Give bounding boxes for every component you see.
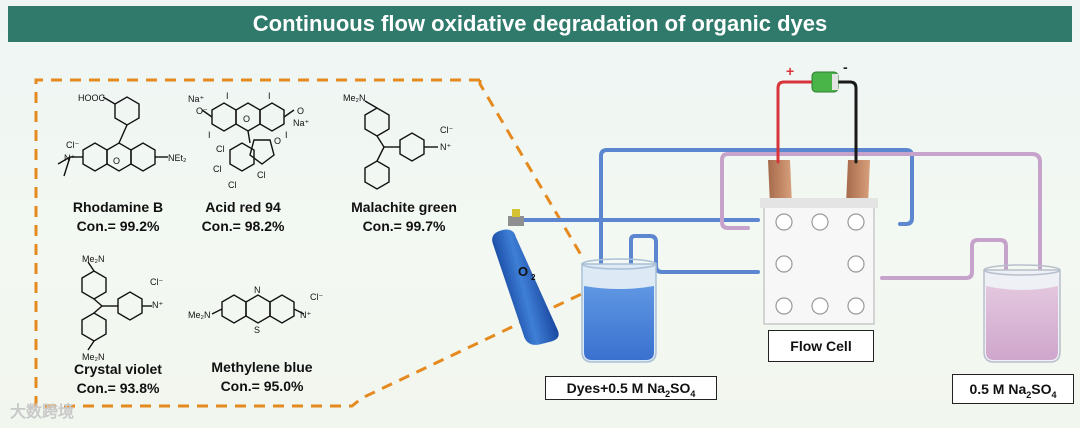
crystal-violet-name: Crystal violet — [74, 361, 162, 377]
rhodamine-b-cl-label: Cl⁻ — [66, 140, 79, 150]
methylene-blue-nme2-label: Me₂N — [188, 310, 211, 320]
methylene-blue-s-ring: S — [254, 325, 260, 335]
crystal-violet-nme2-bottom: Me₂N — [82, 352, 105, 362]
methylene-blue-name: Methylene blue — [211, 359, 312, 375]
dye-solution-label-text: Dyes+0.5 M Na — [566, 380, 666, 396]
electrolyte-label-text: 0.5 M Na — [969, 381, 1027, 397]
malachite-green-conversion: Con.= 99.7% — [363, 218, 446, 234]
negative-terminal-label: - — [843, 59, 848, 75]
rhodamine-b-structure — [57, 96, 168, 177]
methylene-blue-n-label: N⁺ — [300, 310, 311, 320]
acid-red-94-na-right: Na⁺ — [293, 118, 310, 128]
malachite-green-cl-label: Cl⁻ — [440, 125, 453, 135]
acid-red-94-name: Acid red 94 — [205, 199, 281, 215]
rhodamine-b-n-label: N⁺ — [64, 153, 75, 163]
malachite-green-atoms: Me₂N Cl⁻ N⁺ — [343, 93, 453, 152]
acid-red-94-cl-1: Cl — [216, 144, 225, 154]
flow-cell-bolts — [775, 213, 865, 315]
malachite-green-n-label: N⁺ — [440, 142, 451, 152]
acid-red-94-i-4: I — [285, 130, 288, 140]
malachite-green-name: Malachite green — [351, 199, 457, 215]
acid-red-94-na-left: Na⁺ — [188, 94, 205, 104]
crystal-violet-conversion: Con.= 93.8% — [77, 380, 160, 396]
flow-cell-label: Flow Cell — [768, 330, 874, 362]
acid-red-94-o-left: O⁻ — [196, 106, 208, 116]
oxygen-label: O — [518, 264, 528, 279]
methylene-blue-structure — [211, 294, 305, 324]
rhodamine-b-o-label: O — [113, 156, 120, 166]
methylene-blue-cl-label: Cl⁻ — [310, 292, 323, 302]
battery-icon — [811, 71, 839, 93]
figure-title: Continuous flow oxidative degradation of… — [8, 6, 1072, 42]
dye-solution-label: Dyes+0.5 M Na2SO4 — [545, 376, 717, 400]
acid-red-94-cl-3: Cl — [228, 180, 237, 190]
acid-red-94-o-ring: O — [274, 136, 281, 146]
callout-dashed-right — [478, 80, 586, 261]
electrolyte-sub-4: 4 — [1051, 389, 1057, 400]
crystal-violet-atoms: Me₂N Me₂N Cl⁻ N⁺ — [82, 254, 163, 362]
blue-tubing — [515, 148, 914, 294]
rhodamine-b-conversion: Con.= 99.2% — [77, 218, 160, 234]
methylene-blue-conversion: Con.= 95.0% — [221, 378, 304, 394]
electrolyte-sub-2: 2 — [1026, 389, 1032, 400]
rhodamine-b-cooh-label: HOOC — [78, 93, 106, 103]
dye-solution-so: SO — [670, 380, 691, 396]
electrolyte-so: SO — [1031, 381, 1052, 397]
crystal-violet-cl-label: Cl⁻ — [150, 277, 163, 287]
crystal-violet-structure — [81, 261, 152, 351]
power-wiring — [776, 80, 858, 164]
acid-red-94-i-2: I — [268, 91, 271, 101]
crystal-violet-nme2-top: Me₂N — [82, 254, 105, 264]
callout-dashed-outline — [34, 78, 591, 408]
rhodamine-b-name: Rhodamine B — [73, 199, 163, 215]
acid-red-94-conversion: Con.= 98.2% — [202, 218, 285, 234]
watermark-text: 大数跨境 — [10, 404, 75, 421]
positive-terminal-label: + — [786, 63, 794, 79]
electrolyte-label: 0.5 M Na2SO4 — [952, 374, 1074, 404]
acid-red-94-o-right: O — [297, 106, 304, 116]
dye-solution-sub-4: 4 — [690, 388, 696, 399]
crystal-violet-n-label: N⁺ — [152, 300, 163, 310]
pink-tubing — [720, 152, 1042, 298]
oxygen-cylinder: O 2 — [492, 209, 559, 345]
acid-red-94-atoms: Na⁺ O⁻ O O Na⁺ I I I I Cl Cl Cl Cl O — [188, 91, 310, 190]
acid-red-94-cl-2: Cl — [213, 164, 222, 174]
dye-beaker — [581, 258, 657, 363]
malachite-green-structure — [364, 100, 438, 190]
malachite-green-nme2-label: Me₂N — [343, 93, 366, 103]
acid-red-94-i-1: I — [226, 91, 229, 101]
rhodamine-b-atoms: HOOC O NEt₂ Cl⁻ N⁺ — [64, 93, 187, 166]
dye-solution-sub-2: 2 — [665, 388, 671, 399]
oxygen-subscript: 2 — [531, 273, 536, 282]
methylene-blue-n-ring: N — [254, 285, 261, 295]
rhodamine-b-net2-label: NEt₂ — [168, 153, 187, 163]
flow-cell — [760, 160, 878, 325]
electrolyte-beaker — [983, 264, 1061, 363]
acid-red-94-structure — [201, 102, 295, 172]
methylene-blue-atoms: Me₂N N S Cl⁻ N⁺ — [188, 285, 323, 335]
acid-red-94-o-center: O — [243, 114, 250, 124]
acid-red-94-i-3: I — [208, 130, 211, 140]
acid-red-94-cl-4: Cl — [257, 170, 266, 180]
